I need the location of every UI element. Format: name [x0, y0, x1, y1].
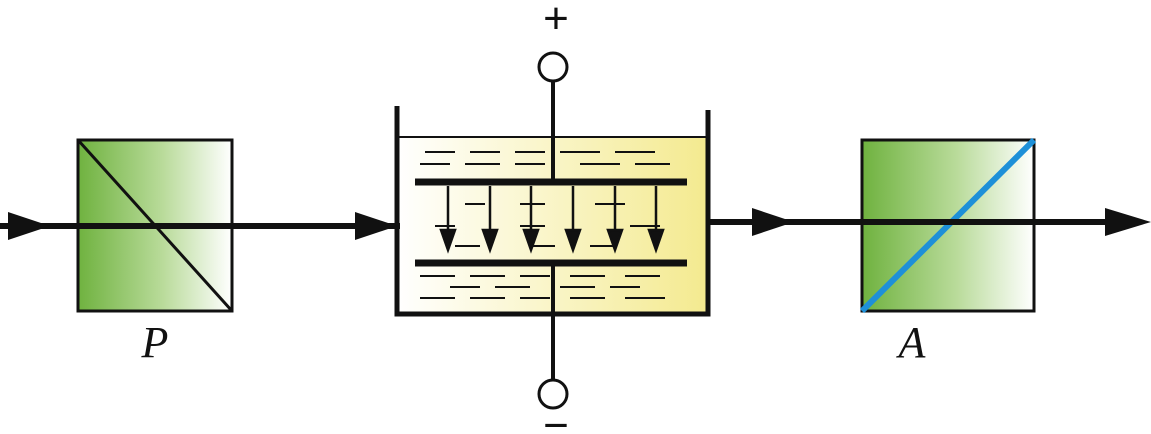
- positive-terminal: [537, 51, 569, 182]
- analyzer-prism: [859, 137, 1037, 314]
- liquid-dashes: [420, 151, 670, 299]
- negative-terminal: [537, 263, 569, 410]
- field-arrows: [439, 186, 665, 254]
- positive-terminal-circle: [537, 51, 569, 83]
- analyzer-label: A: [896, 318, 927, 367]
- analyzer-diagonal: [859, 137, 1037, 314]
- beam-arrow-3: [752, 208, 794, 236]
- polarizer-label: P: [141, 318, 169, 367]
- positive-terminal-label: +: [543, 0, 569, 43]
- beam-arrow-1: [8, 212, 50, 240]
- light-beam: [0, 208, 1151, 240]
- beam-arrow-4: [1105, 208, 1151, 236]
- negative-terminal-label: −: [543, 401, 569, 434]
- beam-arrow-2: [355, 212, 397, 240]
- negative-terminal-circle: [537, 378, 569, 410]
